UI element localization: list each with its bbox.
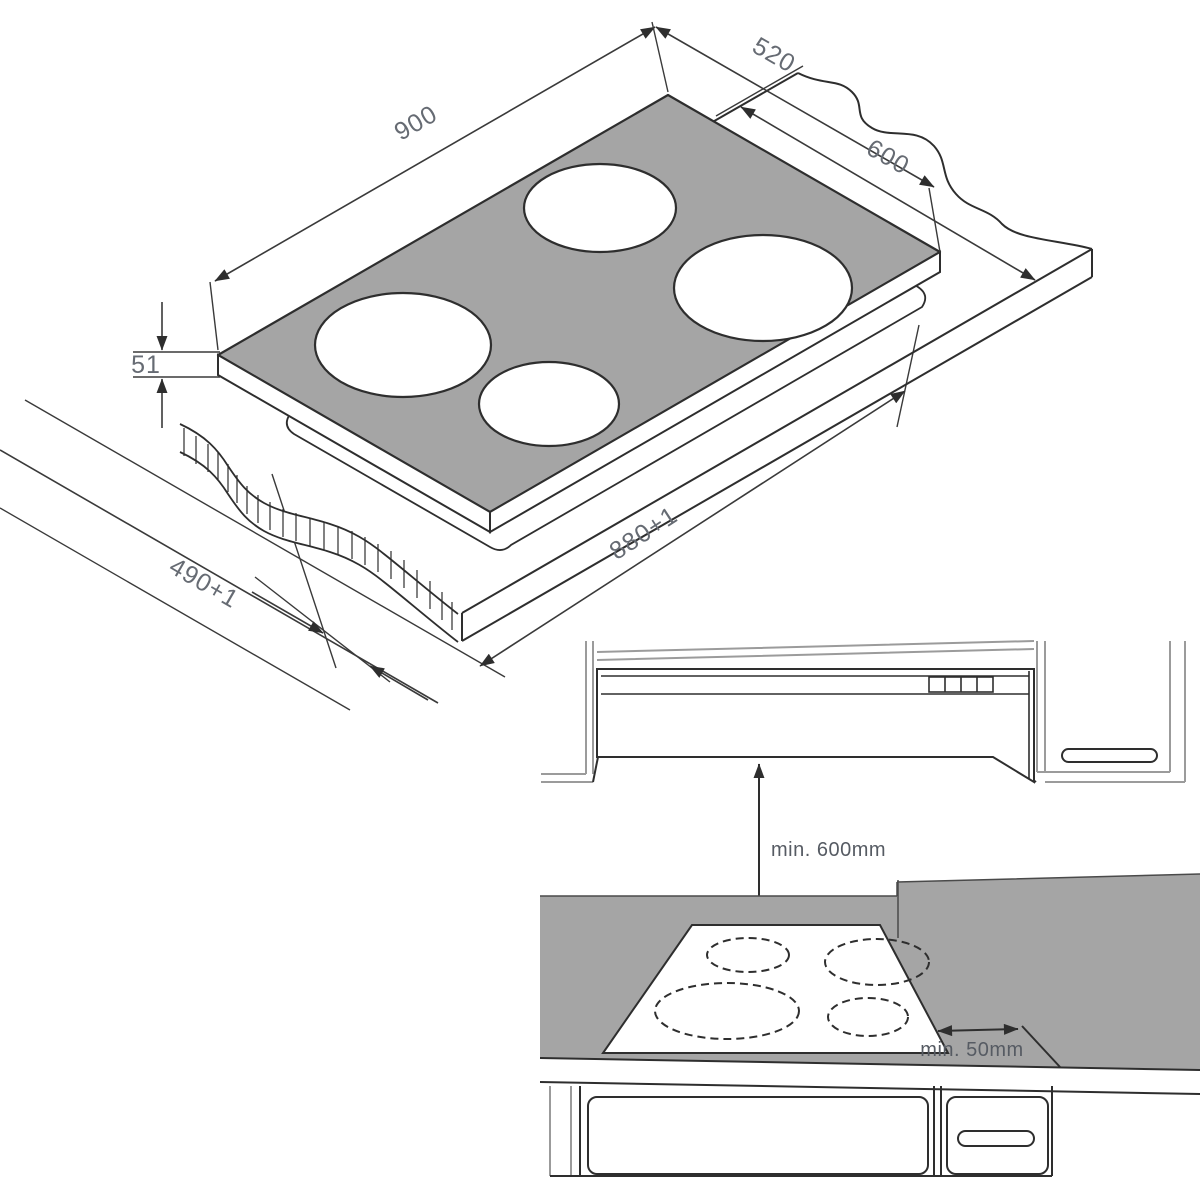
dim-label-top-width: 900 [390,100,443,147]
cooktop-panel-burners [654,937,930,1040]
hatch-ticks [183,428,453,630]
hood-buttons [928,676,994,693]
counter-top: min. 50mm [540,873,1200,1070]
cabinet-door-handle [1061,748,1158,763]
counter-fascia [539,1057,1200,1095]
break-band [179,423,459,643]
burner-front-right [477,360,621,448]
base-cabinets [549,1086,1053,1177]
counter-corner-edge [1021,1025,1061,1068]
dim-label-cutout-width: 880+1 [604,501,682,565]
dim-line-top-width [214,26,656,282]
hood-control-strip [601,671,1030,779]
upper-shelf-lines [596,640,1035,661]
clearance-arrow-side [937,1023,1019,1037]
installation-view: min. 600mm min. 50mm [539,640,1200,1177]
dim-line-thickness [133,351,220,378]
burner-back-right [672,233,854,343]
dim-line-cutout-width [479,390,906,667]
dim-label-thickness: 51 [131,351,161,379]
cooker-hood [596,668,1035,784]
hood-body [596,668,1035,784]
cooktop-panel [601,924,950,1054]
dim-line-cutout-depth [0,449,439,704]
dim-line-worktop-depth [740,106,1036,281]
drawer-front-wide [587,1096,929,1175]
dim-label-cutout-depth: 490+1 [164,552,243,614]
drawer-handle [957,1130,1035,1147]
clearance-label-side: min. 50mm [920,1039,1023,1061]
dimension-lower [0,390,906,704]
dim-label-worktop-depth: 600 [862,134,915,181]
clearance-label-hood: min. 600mm [771,839,886,861]
wall-cabinet-left [541,641,599,783]
burner-back-left [522,162,678,254]
burner-front-left [313,291,493,399]
dimension-upper [133,21,1036,428]
isometric-view: 900 520 600 51 490+1 880+1 [0,21,1093,711]
